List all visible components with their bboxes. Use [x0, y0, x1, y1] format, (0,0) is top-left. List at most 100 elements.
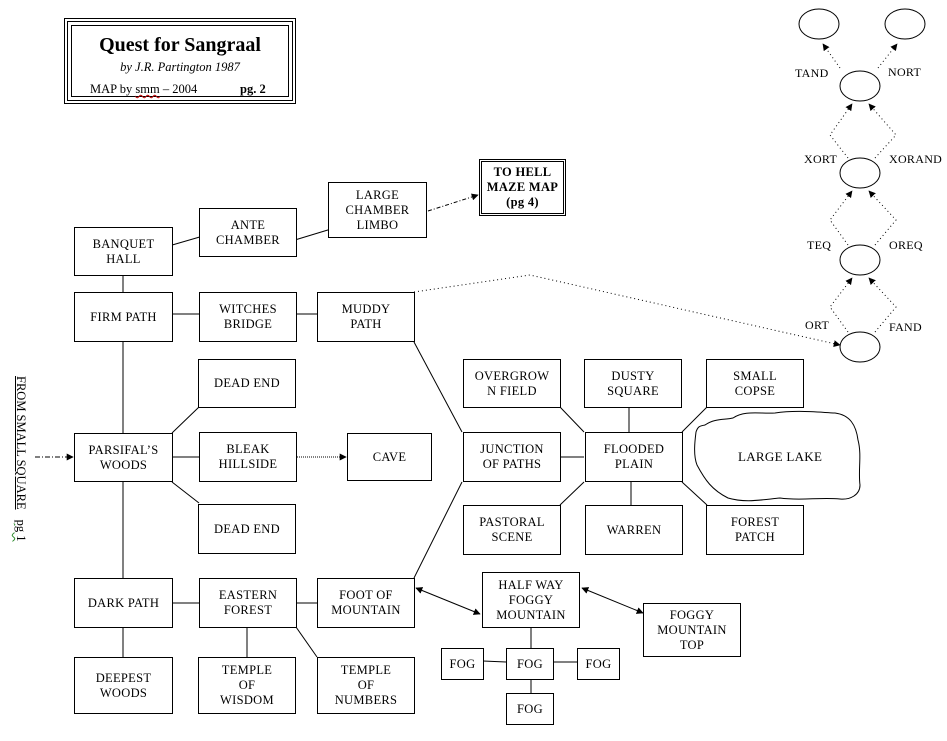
room-label: PASTORAL SCENE: [479, 515, 545, 544]
room-label: DEAD END: [214, 521, 280, 536]
room-label: TEMPLE OF NUMBERS: [334, 663, 398, 707]
link-limbo-hell: [427, 193, 479, 212]
room-label: BANQUET HALL: [92, 236, 155, 266]
logic-label-teq: TEQ: [807, 238, 832, 252]
room-label: DARK PATH: [87, 595, 160, 610]
entry-from-text: FROM SMALL SQUARE: [14, 376, 28, 510]
room-flooded-plain[interactable]: FLOODED PLAIN: [585, 432, 683, 482]
logic-edge-tand: [822, 43, 841, 69]
room-junction-of-paths[interactable]: JUNCTION OF PATHS: [463, 432, 561, 482]
map-credit-suffix: – 2004: [159, 82, 198, 96]
room-label: BLEAK HILLSIDE: [218, 442, 278, 471]
link-flooded-copse: [681, 406, 708, 433]
room-ante-chamber[interactable]: ANTE CHAMBER: [199, 208, 297, 257]
link-to-hell-maze-map[interactable]: TO HELL MAZE MAP (pg 4): [479, 159, 566, 216]
room-fog-center[interactable]: FOG: [506, 648, 554, 680]
room-muddy-path[interactable]: MUDDY PATH: [317, 292, 415, 342]
room-label: OVERGROW N FIELD: [474, 368, 550, 398]
room-label: WITCHES BRIDGE: [219, 302, 277, 331]
room-label: FOG: [517, 701, 543, 716]
link-parsifal-deadend1: [171, 406, 200, 434]
room-label: FOG: [585, 656, 612, 671]
link-flooded-forestpatch: [681, 481, 708, 506]
logic-label-nort: NORT: [888, 65, 922, 79]
room-large-chamber-limbo[interactable]: LARGE CHAMBER LIMBO: [328, 182, 427, 238]
logic-node-top-left: [798, 8, 840, 40]
logic-node-level4: [839, 244, 881, 276]
room-half-way-foggy-mountain[interactable]: HALF WAY FOGGY MOUNTAIN: [482, 572, 580, 628]
room-eastern-forest[interactable]: EASTERN FOREST: [199, 578, 297, 628]
room-label: MUDDY PATH: [341, 302, 391, 331]
logic-edge-ort: [829, 277, 853, 333]
room-forest-patch[interactable]: FOREST PATCH: [706, 505, 804, 555]
room-label: WARREN: [606, 522, 662, 537]
room-parsifals-woods[interactable]: PARSIFAL’S WOODS: [74, 433, 173, 482]
room-dark-path[interactable]: DARK PATH: [74, 578, 173, 628]
room-deepest-woods[interactable]: DEEPEST WOODS: [74, 657, 173, 714]
link-muddy-junction: [413, 341, 463, 433]
room-fog-right[interactable]: FOG: [577, 648, 620, 680]
room-dead-end-upper[interactable]: DEAD END: [198, 359, 296, 408]
room-bleak-hillside[interactable]: BLEAK HILLSIDE: [199, 432, 297, 482]
logic-node-level2: [839, 70, 881, 102]
room-label: LARGE CHAMBER LIMBO: [345, 187, 410, 232]
room-witches-bridge[interactable]: WITCHES BRIDGE: [199, 292, 297, 342]
room-label: DUSTY SQUARE: [607, 368, 659, 398]
room-temple-of-wisdom[interactable]: TEMPLE OF WISDOM: [198, 657, 296, 714]
room-pastoral-scene[interactable]: PASTORAL SCENE: [463, 505, 561, 555]
room-label: FOG: [449, 656, 476, 671]
logic-label-xorand: XORAND: [889, 152, 943, 166]
room-banquet-hall[interactable]: BANQUET HALL: [74, 227, 173, 276]
room-dusty-square[interactable]: DUSTY SQUARE: [584, 359, 682, 408]
logic-edge-xort: [829, 103, 853, 159]
room-warren[interactable]: WARREN: [585, 505, 683, 555]
author-line: by J.R. Partington 1987: [120, 60, 240, 74]
room-label: EASTERN FOREST: [218, 588, 278, 617]
room-fog-left[interactable]: FOG: [441, 648, 484, 680]
room-label: FOOT OF MOUNTAIN: [331, 588, 401, 617]
logic-label-tand: TAND: [795, 66, 829, 80]
link-fogleft-fogcenter: [482, 660, 507, 663]
link-flooded-pastoral: [559, 481, 585, 506]
room-large-lake[interactable]: LARGE LAKE: [738, 449, 823, 464]
link-junction-foot: [413, 481, 463, 579]
room-foggy-mountain-top[interactable]: FOGGY MOUNTAIN TOP: [643, 603, 741, 657]
room-cave[interactable]: CAVE: [347, 433, 432, 481]
entry-page-ref: pg 1: [14, 519, 28, 542]
room-overgrown-field[interactable]: OVERGROW N FIELD: [463, 359, 561, 408]
link-eastern-numbers: [295, 626, 318, 658]
room-label: JUNCTION OF PATHS: [480, 442, 544, 471]
room-label: DEAD END: [214, 376, 280, 390]
link-halfway-top: [581, 587, 644, 614]
room-small-copse[interactable]: SMALL COPSE: [706, 359, 804, 408]
room-foot-of-mountain[interactable]: FOOT OF MOUNTAIN: [317, 578, 415, 628]
room-label: TEMPLE OF WISDOM: [220, 663, 274, 707]
room-label: PARSIFAL’S WOODS: [88, 442, 159, 472]
logic-label-xort: XORT: [804, 152, 838, 166]
map-credit-prefix: MAP by: [90, 82, 136, 96]
room-label: HALF WAY FOGGY MOUNTAIN: [496, 577, 566, 622]
entry-label: FROM SMALL SQUARE pg 1: [13, 376, 28, 541]
logic-edge-xorand: [868, 103, 897, 159]
logic-node-level3: [839, 157, 881, 189]
room-firm-path[interactable]: FIRM PATH: [74, 292, 173, 342]
logic-node-bottom: [839, 331, 881, 363]
map-title: Quest for Sangraal: [99, 34, 261, 56]
link-parsifal-deadend2: [171, 481, 200, 504]
link-muddy-ort: [413, 274, 841, 348]
room-label: CAVE: [372, 449, 407, 464]
room-dead-end-lower[interactable]: DEAD END: [198, 504, 296, 554]
room-label: DEEPEST WOODS: [95, 670, 152, 700]
map-credit: MAP by smm – 2004: [90, 82, 197, 97]
logic-label-ort: ORT: [805, 318, 830, 332]
logic-edge-teq: [829, 190, 853, 246]
room-label: FOREST PATCH: [730, 515, 780, 544]
room-fog-bottom[interactable]: FOG: [506, 693, 554, 725]
room-label: FOG: [517, 656, 543, 671]
room-temple-of-numbers[interactable]: TEMPLE OF NUMBERS: [317, 657, 415, 714]
room-label: FOGGY MOUNTAIN TOP: [657, 607, 727, 652]
room-label: SMALL COPSE: [733, 368, 777, 398]
link-flooded-overgrown: [559, 406, 585, 433]
logic-node-top-right: [884, 8, 926, 40]
room-label: FIRM PATH: [90, 309, 157, 324]
